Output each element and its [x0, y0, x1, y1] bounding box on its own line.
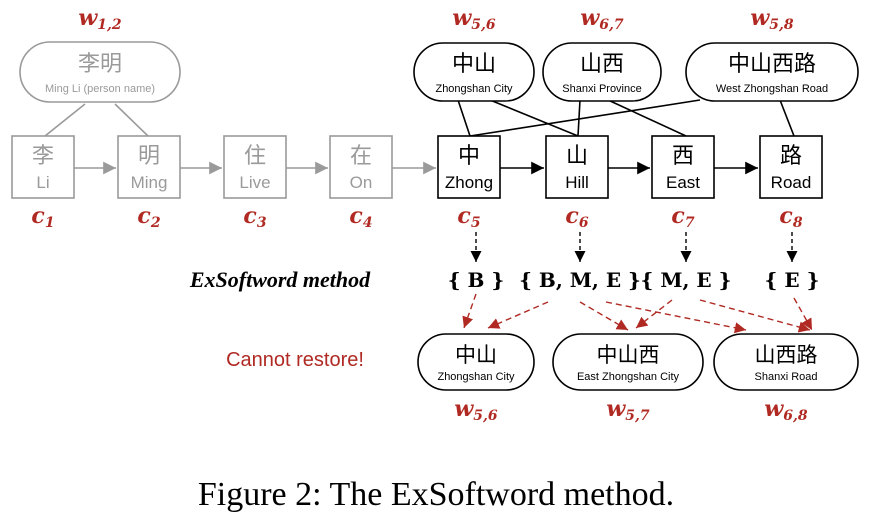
word-oval — [542, 42, 662, 102]
char-english: Zhong — [445, 173, 493, 192]
char-index-label: c3 — [243, 203, 266, 231]
char-box-6: 山 Hill c6 — [545, 135, 609, 231]
figure-caption: Figure 2: The ExSoftword method. — [198, 476, 674, 513]
char-box-outline — [329, 135, 393, 199]
char-chinese: 路 — [780, 144, 802, 169]
tag-set-6: { B, M, E } — [519, 268, 641, 292]
tag-set-5: { B } — [448, 268, 505, 292]
word-oval — [19, 41, 181, 103]
word-index-label: w1,2 — [78, 5, 122, 33]
tag-set-row: { B } { B, M, E }{ M, E } { E } — [448, 232, 820, 292]
method-label: ExSoftword method — [189, 267, 371, 292]
char-index-label: c2 — [137, 203, 160, 231]
char-english: Li — [36, 173, 49, 192]
char-box-2: 明 Ming c2 — [117, 135, 181, 231]
word-index-label: w6,7 — [580, 5, 624, 33]
char-box-outline — [545, 135, 609, 199]
word-english: Shanxi Road — [755, 371, 818, 383]
word-index-label: w5,7 — [606, 396, 650, 424]
word-english: East Zhongshan City — [577, 371, 680, 383]
char-box-1: 李 Li c1 — [11, 135, 75, 231]
word-oval — [685, 42, 859, 102]
word-chinese: 中山西路 — [728, 52, 816, 77]
restored-word-1: 中山 Zhongshan City w5,6 — [417, 333, 535, 424]
char-english: Hill — [565, 173, 589, 192]
char-index-label: c6 — [565, 203, 588, 231]
char-box-outline — [11, 135, 75, 199]
top-word-w56: 中山 Zhongshan City w5,6 — [413, 5, 535, 102]
char-chinese: 李 — [32, 144, 54, 169]
char-english: Live — [239, 173, 270, 192]
char-chinese: 住 — [244, 144, 266, 169]
word-chinese: 中山 — [455, 343, 497, 367]
word-oval — [713, 333, 859, 391]
word-index-label: w6,8 — [764, 396, 808, 424]
word-chinese: 中山西 — [597, 343, 660, 367]
char-box-outline — [651, 135, 715, 199]
word-oval — [552, 333, 704, 391]
restore-arrows — [462, 293, 813, 334]
word-index-label: w5,6 — [454, 396, 498, 424]
char-box-8: 路 Road c8 — [759, 135, 823, 231]
word-oval — [413, 42, 535, 102]
word-chinese: 中山 — [452, 52, 496, 77]
char-index-label: c4 — [349, 203, 372, 231]
character-row: 李 Li c1 明 Ming c2 住 Live c3 在 On c4 中 Zhong c5 山 Hill c6 西… — [11, 135, 823, 231]
tag-set-7: { M, E } — [641, 268, 732, 292]
top-word-w12: 李明 Ming Li (person name) w1,2 — [19, 5, 181, 103]
char-chinese: 山 — [566, 144, 588, 169]
word-index-label: w5,6 — [452, 5, 496, 33]
cannot-restore-label: Cannot restore! — [226, 349, 364, 371]
char-chinese: 中 — [458, 144, 480, 169]
word-english: Ming Li (person name) — [45, 83, 155, 95]
char-english: Ming — [131, 173, 168, 192]
char-box-outline — [117, 135, 181, 199]
word-index-label: w5,8 — [750, 5, 794, 33]
char-index-label: c8 — [779, 203, 802, 231]
char-chinese: 明 — [138, 144, 160, 169]
tag-set-8: { E } — [765, 268, 820, 292]
char-index-label: c1 — [31, 203, 54, 231]
char-chinese: 西 — [672, 144, 694, 169]
word-chinese: 李明 — [78, 52, 122, 77]
char-english: East — [666, 173, 700, 192]
word-oval — [417, 333, 535, 391]
char-box-7: 西 East c7 — [651, 135, 715, 231]
top-word-w67: 山西 Shanxi Province w6,7 — [542, 5, 662, 102]
word-chinese: 山西路 — [755, 343, 818, 367]
restored-word-3: 山西路 Shanxi Road w6,8 — [713, 333, 859, 424]
char-box-outline — [437, 135, 501, 199]
restored-words: 中山 Zhongshan City w5,6 中山西 East Zhongshan Ci… — [417, 333, 859, 424]
word-english: Zhongshan City — [437, 371, 515, 383]
word-english: Zhongshan City — [435, 83, 513, 95]
top-word-w58: 中山西路 West Zhongshan Road w5,8 — [685, 5, 859, 102]
char-chinese: 在 — [350, 144, 372, 169]
char-box-outline — [759, 135, 823, 199]
char-index-label: c7 — [671, 203, 694, 231]
word-english: West Zhongshan Road — [716, 83, 828, 95]
char-index-label: c5 — [457, 203, 480, 231]
lexicon-links — [44, 99, 795, 137]
char-box-4: 在 On c4 — [329, 135, 393, 231]
restored-word-2: 中山西 East Zhongshan City w5,7 — [552, 333, 704, 424]
top-words: 李明 Ming Li (person name) w1,2 中山 Zhongshan C… — [19, 5, 859, 103]
char-box-outline — [223, 135, 287, 199]
char-box-3: 住 Live c3 — [223, 135, 287, 231]
word-chinese: 山西 — [580, 52, 624, 77]
word-english: Shanxi Province — [562, 83, 642, 95]
char-english: On — [350, 173, 373, 192]
char-box-5: 中 Zhong c5 — [437, 135, 501, 231]
char-english: Road — [771, 173, 812, 192]
